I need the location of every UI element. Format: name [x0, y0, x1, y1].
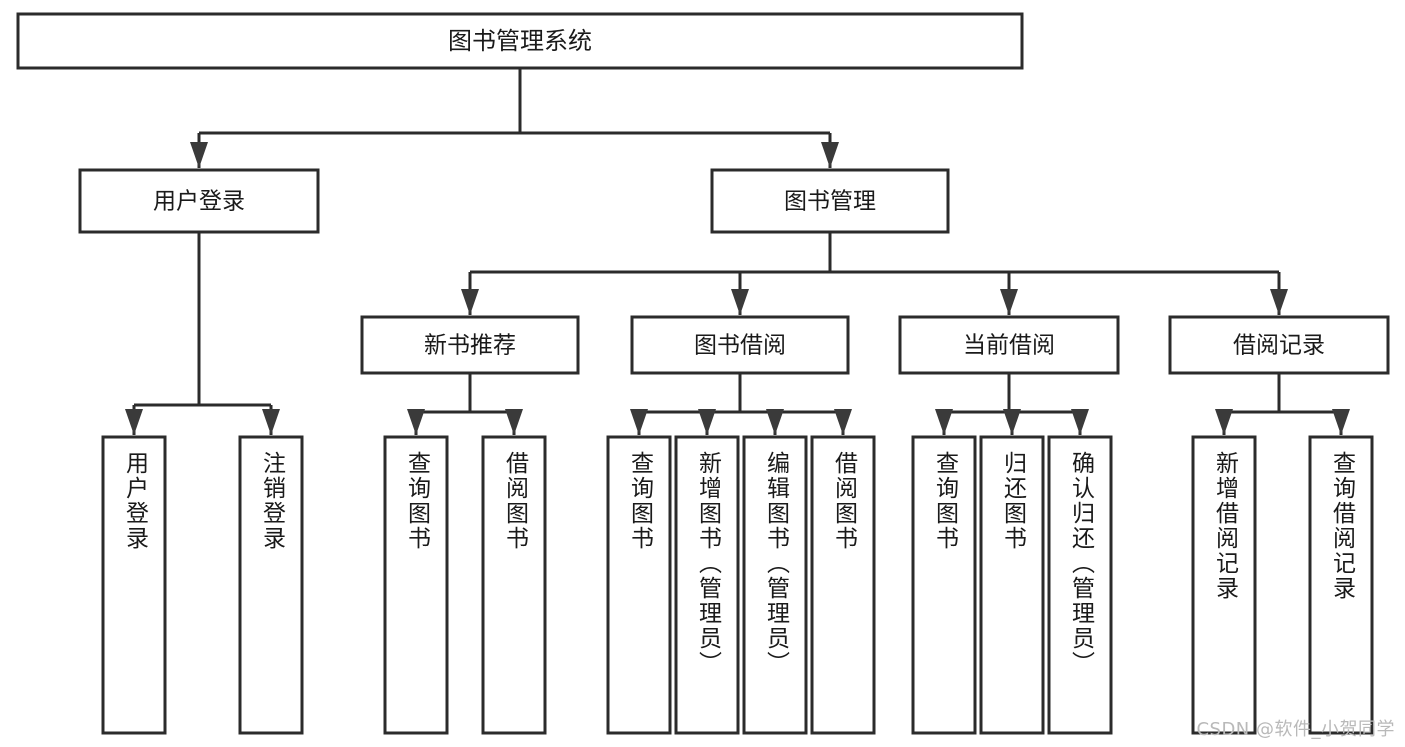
node-root[interactable]	[16, 12, 1024, 70]
node-leaf-9[interactable]	[979, 435, 1045, 735]
node-level3-2[interactable]	[898, 315, 1120, 375]
arrow-head-icon	[834, 409, 852, 435]
node-leaf-4[interactable]	[606, 435, 672, 735]
arrow-head-icon	[630, 409, 648, 435]
arrow-head-icon	[1071, 409, 1089, 435]
node-level3-1-label: 图书借阅	[694, 333, 786, 359]
node-root-label: 图书管理系统	[448, 27, 592, 55]
arrow-head-icon	[505, 409, 523, 435]
connector-layer	[125, 68, 1350, 435]
arrow-head-icon	[1215, 409, 1233, 435]
arrow-head-icon	[698, 409, 716, 435]
node-leaf-5[interactable]	[674, 435, 740, 735]
arrow-head-icon	[1332, 409, 1350, 435]
watermark-text: CSDN @软件_小贺同学	[1196, 719, 1395, 740]
node-level3-2-label: 当前借阅	[963, 333, 1055, 359]
node-level2-0-label: 用户登录	[153, 189, 245, 215]
node-level3-0-label: 新书推荐	[424, 333, 516, 359]
node-leaf-7[interactable]	[810, 435, 876, 735]
arrow-head-icon	[1003, 409, 1021, 435]
node-level2-1-label: 图书管理	[784, 189, 876, 215]
node-leaf-1[interactable]	[238, 435, 304, 735]
arrow-head-icon	[935, 409, 953, 435]
node-level3-3-label: 借阅记录	[1233, 333, 1325, 359]
node-leaf-0[interactable]	[101, 435, 167, 735]
node-level3-3[interactable]	[1168, 315, 1390, 375]
arrow-head-icon	[731, 289, 749, 315]
arrow-head-icon	[1000, 289, 1018, 315]
arrow-head-icon	[125, 409, 143, 435]
arrow-head-icon	[190, 142, 208, 168]
node-leaf-8[interactable]	[911, 435, 977, 735]
arrow-head-icon	[821, 142, 839, 168]
arrow-head-icon	[1270, 289, 1288, 315]
node-leaf-6[interactable]	[742, 435, 808, 735]
arrow-head-icon	[461, 289, 479, 315]
node-leaf-10[interactable]	[1047, 435, 1113, 735]
node-leaf-2[interactable]	[383, 435, 449, 735]
node-leaf-12[interactable]	[1308, 435, 1374, 735]
arrow-head-icon	[766, 409, 784, 435]
node-level3-1[interactable]	[630, 315, 850, 375]
arrow-head-icon	[262, 409, 280, 435]
node-level2-0[interactable]	[78, 168, 320, 234]
node-level3-0[interactable]	[360, 315, 580, 375]
node-level2-1[interactable]	[710, 168, 950, 234]
node-leaf-3[interactable]	[481, 435, 547, 735]
node-leaf-11[interactable]	[1191, 435, 1257, 735]
arrow-head-icon	[407, 409, 425, 435]
